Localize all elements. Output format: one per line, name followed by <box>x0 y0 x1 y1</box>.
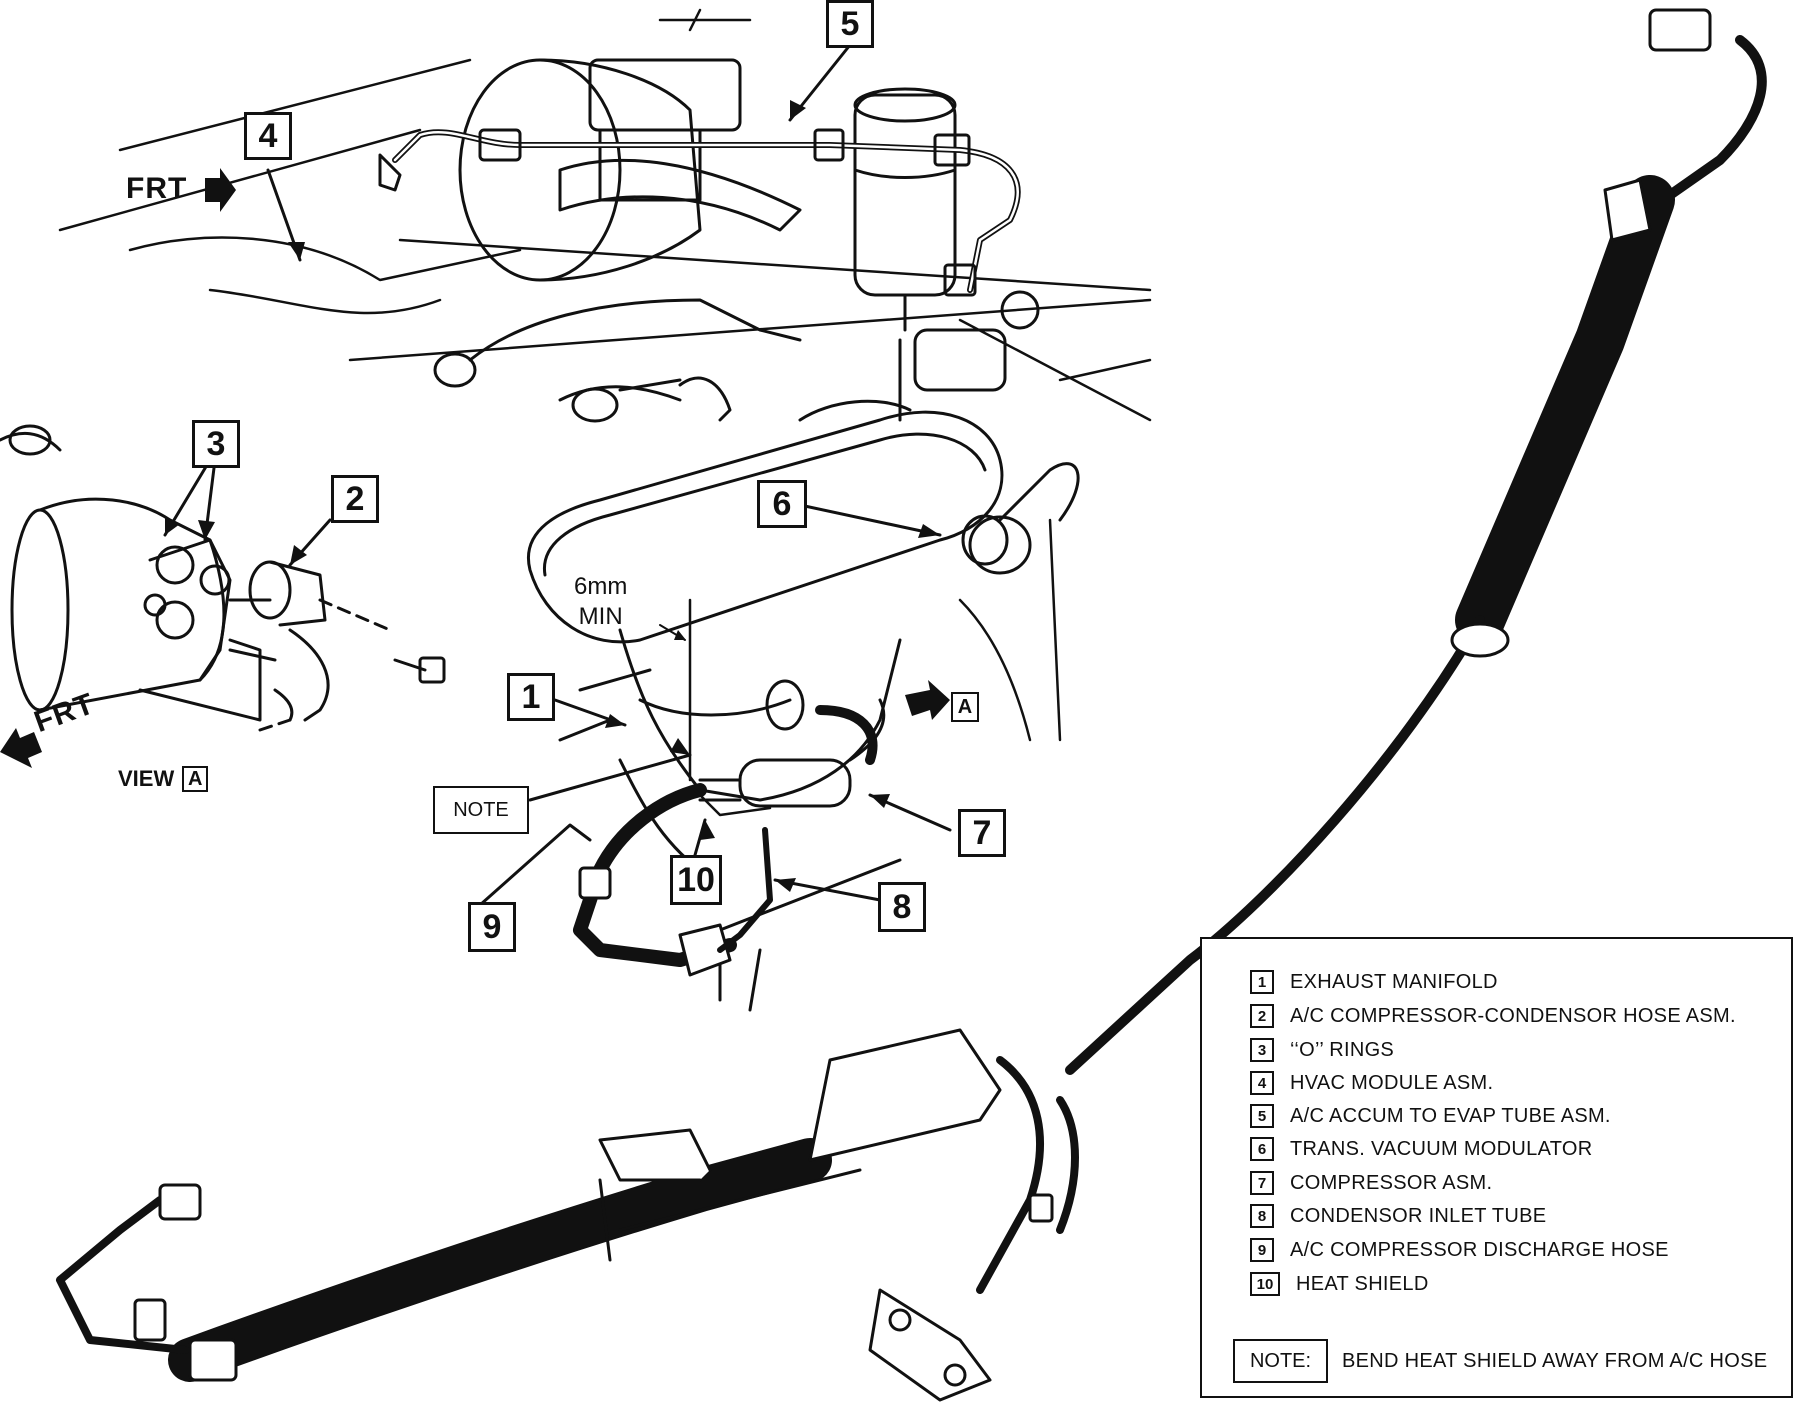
legend-row-10: 10 HEAT SHIELD <box>1250 1272 1429 1296</box>
legend-num: 10 <box>1250 1272 1280 1296</box>
callout-leader-lines <box>163 43 952 907</box>
legend-num: 8 <box>1250 1204 1274 1228</box>
legend-num: 6 <box>1250 1137 1274 1161</box>
arrow-a-letter: A <box>951 692 979 722</box>
view-label-text: VIEW <box>118 766 175 791</box>
heat-shield <box>693 788 772 817</box>
legend-row-3: 3 ‘‘O’’ RINGS <box>1250 1038 1394 1062</box>
callout-10: 10 <box>670 855 722 905</box>
legend-text: EXHAUST MANIFOLD <box>1290 970 1498 993</box>
accum-evap-tube-inner <box>393 130 1019 292</box>
clearance-label-line1: 6mm <box>574 573 628 600</box>
legend-row-8: 8 CONDENSOR INLET TUBE <box>1250 1204 1546 1228</box>
legend-text: A/C ACCUM TO EVAP TUBE ASM. <box>1290 1104 1611 1127</box>
view-a-compressor <box>0 424 277 722</box>
legend-num: 7 <box>1250 1171 1274 1195</box>
legend-num: 4 <box>1250 1071 1274 1095</box>
callout-4: 4 <box>244 112 292 160</box>
tube-fittings <box>378 128 977 297</box>
legend-box: 1 EXHAUST MANIFOLD 2 A/C COMPRESSOR-COND… <box>1200 937 1793 1398</box>
bolt <box>393 656 446 684</box>
legend-num: 3 <box>1250 1038 1274 1062</box>
valve-cover <box>527 399 1004 644</box>
legend-row-5: 5 A/C ACCUM TO EVAP TUBE ASM. <box>1250 1104 1611 1128</box>
engine-block <box>433 298 802 423</box>
legend-text: HVAC MODULE ASM. <box>1290 1071 1494 1094</box>
legend-note-label: NOTE: <box>1233 1339 1328 1383</box>
legend-row-1: 1 EXHAUST MANIFOLD <box>1250 970 1498 994</box>
legend-text: A/C COMPRESSOR-CONDENSOR HOSE ASM. <box>1290 1004 1736 1027</box>
legend-num: 5 <box>1250 1104 1274 1128</box>
legend-text: CONDENSOR INLET TUBE <box>1290 1204 1547 1227</box>
legend-row-4: 4 HVAC MODULE ASM. <box>1250 1071 1493 1095</box>
view-a-hose-fitting <box>248 560 392 732</box>
condensor-inlet-tube <box>717 827 773 953</box>
legend-row-7: 7 COMPRESSOR ASM. <box>1250 1171 1492 1195</box>
callout-5: 5 <box>826 0 874 48</box>
legend-text: HEAT SHIELD <box>1296 1272 1429 1295</box>
callout-3: 3 <box>192 420 240 468</box>
legend-num: 9 <box>1250 1238 1274 1262</box>
valve-cluster <box>898 290 1040 422</box>
legend-text: A/C COMPRESSOR DISCHARGE HOSE <box>1290 1238 1669 1261</box>
legend-row-9: 9 A/C COMPRESSOR DISCHARGE HOSE <box>1250 1238 1669 1262</box>
callout-7: 7 <box>958 809 1006 857</box>
view-a-arrow-icon <box>905 680 950 720</box>
legend-note-text: BEND HEAT SHIELD AWAY FROM A/C HOSE <box>1342 1349 1768 1372</box>
discharge-hose <box>573 783 737 977</box>
legend-text: TRANS. VACUUM MODULATOR <box>1290 1137 1593 1160</box>
clearance-label: 6mm MIN <box>574 572 627 632</box>
lower-bracket-pipes <box>976 1056 1079 1294</box>
callout-1: 1 <box>507 673 555 721</box>
view-a-label: VIEW A <box>118 766 209 792</box>
frt-arrow-top-icon <box>205 168 236 212</box>
compressor <box>698 679 886 808</box>
lower-bracket <box>868 1193 1054 1402</box>
callout-arrowheads <box>165 100 940 892</box>
frt-arrow-left-icon <box>0 728 42 768</box>
legend-text: ‘‘O’’ RINGS <box>1290 1038 1395 1061</box>
callout-2: 2 <box>331 475 379 523</box>
frt-label-top: FRT <box>126 172 188 205</box>
accumulator <box>853 87 957 332</box>
callout-6: 6 <box>757 480 807 528</box>
legend-num: 2 <box>1250 1004 1274 1028</box>
legend-note: NOTE: BEND HEAT SHIELD AWAY FROM A/C HOS… <box>1233 1339 1767 1383</box>
clearance-label-line2: MIN <box>578 603 623 630</box>
legend-text: COMPRESSOR ASM. <box>1290 1171 1493 1194</box>
callout-9: 9 <box>468 902 516 952</box>
lower-hose-assembly <box>56 1028 1002 1382</box>
note-tag: NOTE <box>433 786 529 834</box>
callout-8: 8 <box>878 882 926 932</box>
brake-booster <box>458 58 802 282</box>
vacuum-modulator <box>961 462 1080 575</box>
accum-evap-tube <box>392 129 1021 293</box>
legend-num: 1 <box>1250 970 1274 994</box>
legend-row-2: 2 A/C COMPRESSOR-CONDENSOR HOSE ASM. <box>1250 1004 1736 1028</box>
legend-row-6: 6 TRANS. VACUUM MODULATOR <box>1250 1137 1592 1161</box>
long-ac-hose <box>1065 8 1767 1075</box>
view-label-letter: A <box>182 766 209 792</box>
